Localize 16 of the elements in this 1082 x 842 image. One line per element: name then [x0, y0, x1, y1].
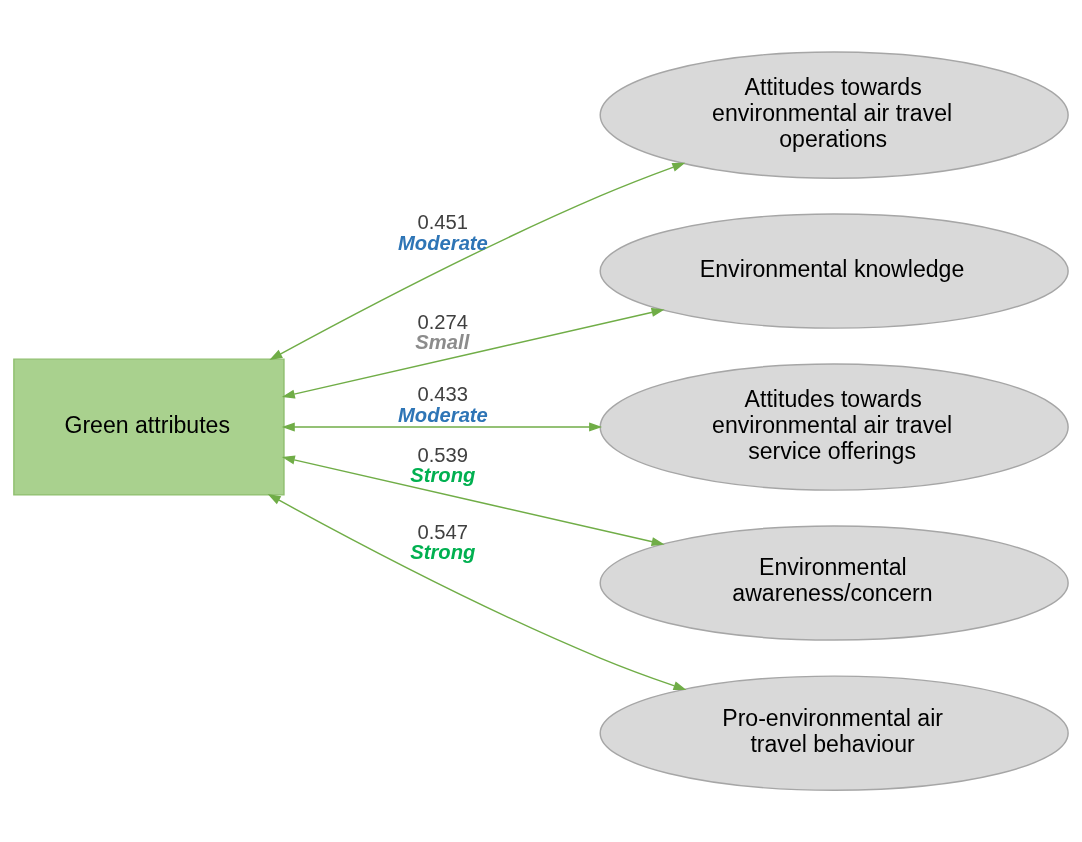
- node-ellipse: Attitudes towards environmental air travel service offerings: [599, 363, 1069, 491]
- arrow: [281, 422, 603, 432]
- node-box: Green attributes: [13, 358, 285, 496]
- edge-label: 0.433 Moderate: [398, 383, 488, 426]
- arrow: [269, 162, 686, 361]
- node-ellipse: Pro-environmental air travel behaviour: [599, 675, 1069, 791]
- arrow: [281, 455, 665, 547]
- arrow: [281, 307, 665, 399]
- node-ellipse: Environmental awareness/concern: [599, 525, 1069, 641]
- arrow: [267, 493, 687, 691]
- edge-label: 0.274 Small: [415, 311, 470, 354]
- node-ellipse: Attitudes towards environmental air travel operations: [599, 51, 1069, 179]
- edge-label: 0.547 Strong: [410, 520, 476, 563]
- node-ellipse: Environmental knowledge: [599, 213, 1069, 329]
- edge-label: 0.539 Strong: [410, 443, 476, 487]
- edge-label: 0.451 Moderate: [398, 211, 488, 254]
